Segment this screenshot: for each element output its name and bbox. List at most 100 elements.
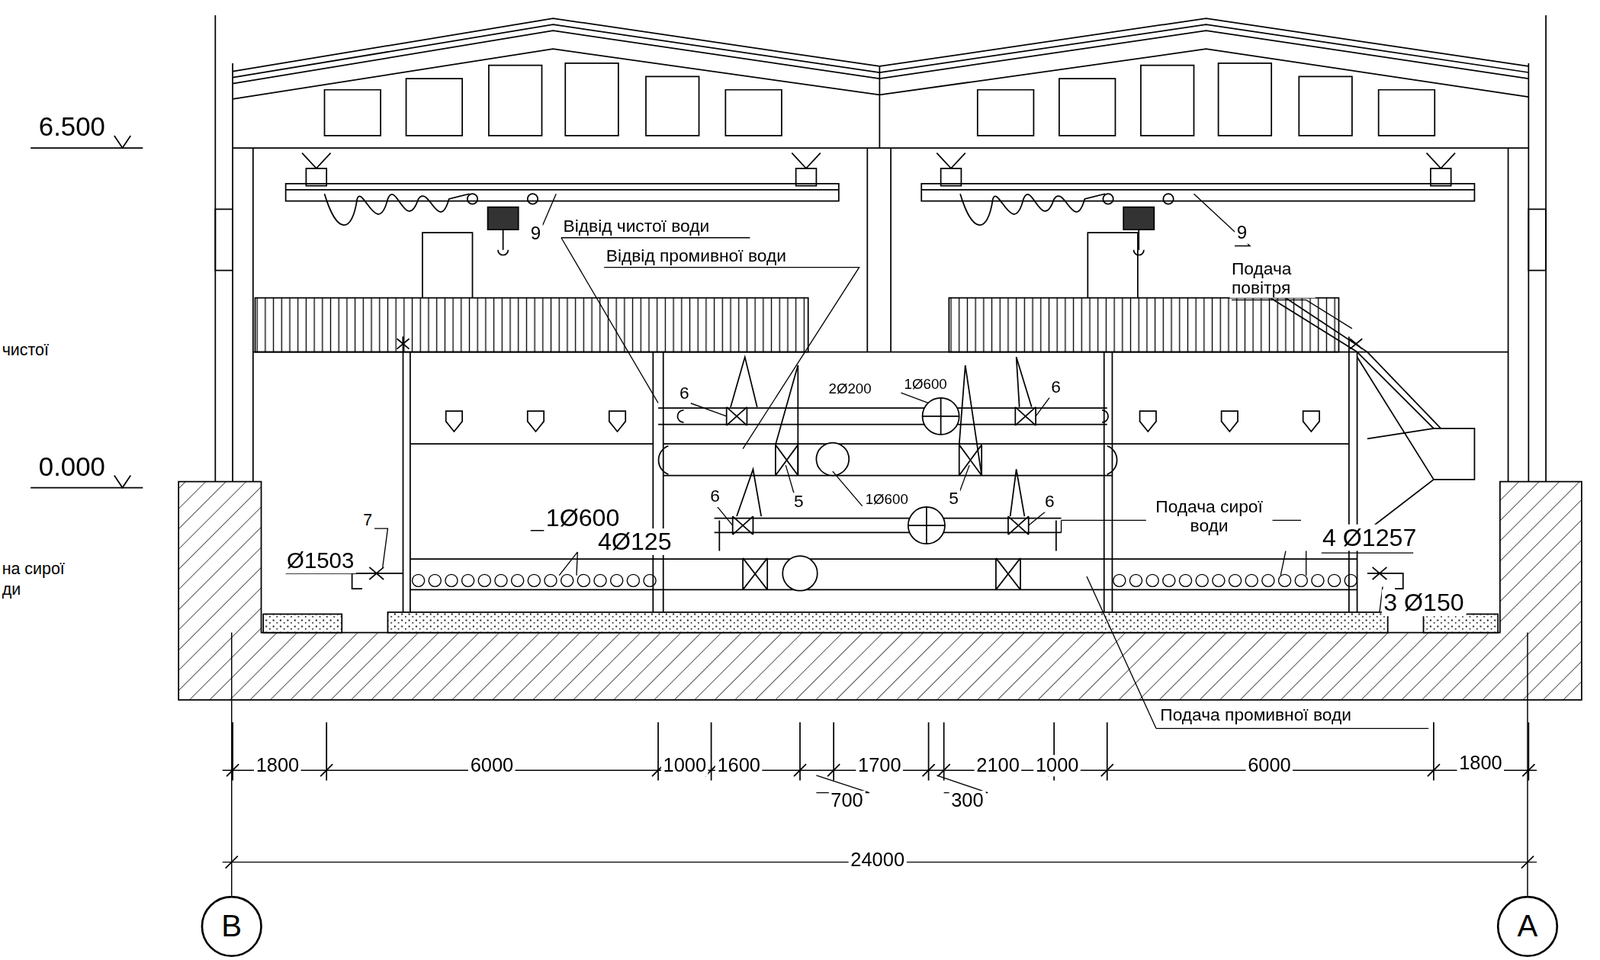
building-structure-part [977, 89, 1035, 136]
callout-number: 9 [1234, 223, 1250, 244]
bridge-crane [285, 153, 1475, 299]
axis-circle: А [1497, 896, 1559, 958]
building-structure-part [1528, 208, 1546, 270]
building-structure-part [114, 135, 131, 148]
building-structure-part [1298, 76, 1353, 136]
lateral-tube [1129, 574, 1142, 587]
dimension: 1600 [715, 755, 763, 777]
pipework-part [775, 365, 982, 476]
building-structure-part [30, 147, 143, 148]
dimension: 6000 [1246, 755, 1294, 777]
filter-tank [253, 298, 1509, 613]
pipework-part [1008, 516, 1029, 535]
pipe-label: Відвід чистої води [561, 217, 712, 237]
pipework-part [719, 520, 1057, 551]
level-mark: 0.000 [36, 452, 107, 482]
pipe-size: 1Ø600 [902, 376, 950, 393]
leader-lines-part [363, 528, 388, 568]
dimension-tick [827, 764, 840, 777]
lateral-tube [643, 574, 656, 587]
dimension-tick [1427, 764, 1440, 777]
lateral-tube [478, 574, 491, 587]
filter-tank-part [1348, 337, 1350, 613]
lateral-tube [544, 574, 557, 587]
pipework-part [782, 555, 817, 591]
pipework-part [410, 589, 1358, 591]
building-structure-part [1378, 89, 1436, 136]
lateral-tube [445, 574, 458, 587]
dimension-tick [225, 856, 238, 869]
extension-line [1432, 722, 1434, 781]
filter-tank-part [948, 298, 1339, 353]
building-structure-part [30, 487, 143, 489]
pipe-label: Відвід промивної води [604, 247, 788, 267]
lateral-tube [1328, 574, 1341, 587]
dimension-tick [922, 764, 935, 777]
bridge-crane-part [1134, 250, 1144, 256]
bridge-crane-part [1087, 232, 1138, 299]
filter-tank-part [1111, 352, 1113, 613]
dimension: 300 [949, 790, 987, 813]
pipe-label: Подача сирої води [1146, 497, 1273, 537]
building-structure-part [867, 147, 868, 353]
bridge-crane-part [502, 229, 504, 251]
lateral-tube [594, 574, 607, 587]
axis-letter: А [1517, 911, 1539, 942]
bridge-crane-part [960, 193, 1106, 225]
building-structure-part [263, 613, 342, 633]
lateral-tube [1179, 574, 1192, 587]
bridge-crane-part [285, 183, 839, 202]
callout-number: 6 [1048, 378, 1063, 398]
extension-line [657, 722, 659, 781]
dimension-tick [1101, 764, 1114, 777]
lateral-tube [1113, 574, 1126, 587]
filter-tank-part [1270, 298, 1475, 531]
filter-tank-part [253, 351, 1509, 353]
pipe-size: 3 Ø150 [1381, 589, 1467, 617]
pipework-part [658, 408, 1108, 409]
building-structure-part [1059, 78, 1116, 136]
callout-number: 5 [791, 492, 806, 512]
lateral-tube [1195, 574, 1209, 587]
bridge-crane-part [1138, 229, 1140, 251]
pipework-part [736, 469, 1025, 517]
building-structure-part [879, 66, 881, 148]
dimension: 1000 [661, 755, 709, 777]
building-structure-part [252, 147, 254, 482]
filter-tank-part [255, 298, 809, 353]
pipework-part [995, 558, 1021, 590]
lateral-tube [527, 574, 540, 587]
pipework-part [410, 559, 1358, 560]
building-structure [30, 15, 1582, 701]
building-structure-part [387, 612, 1388, 633]
leader-lines [285, 193, 1430, 793]
extension-line [1106, 722, 1108, 781]
pipework-part [732, 516, 754, 535]
filter-tank-part [652, 352, 654, 613]
pipe-label: Подача повітря [1229, 260, 1315, 299]
filter-tank-part [1356, 352, 1358, 613]
lateral-tube [561, 574, 574, 587]
dimension: 1000 [1033, 755, 1081, 777]
dimension: 1700 [855, 755, 903, 777]
filter-tank-part [1140, 411, 1320, 432]
bridge-crane-part [422, 232, 473, 299]
bridge-crane-part [921, 189, 1475, 190]
leader-lines-part [681, 392, 1054, 526]
dimension-tick [320, 764, 333, 777]
building-structure-part [889, 147, 891, 353]
pipework-part [730, 356, 1032, 408]
cut-note: на сирої [0, 560, 67, 579]
pipework-part [908, 507, 945, 544]
lateral-tube [577, 574, 590, 587]
building-structure-part [324, 89, 381, 136]
lateral-tube [1146, 574, 1159, 587]
lateral-tube [1163, 574, 1176, 587]
filter-tank-part [402, 337, 404, 613]
building-structure-part [232, 30, 1529, 84]
pipework-part [922, 398, 960, 435]
lateral-tube [1311, 574, 1324, 587]
lateral-tubes [412, 574, 1358, 587]
lateral-tube [462, 574, 475, 587]
